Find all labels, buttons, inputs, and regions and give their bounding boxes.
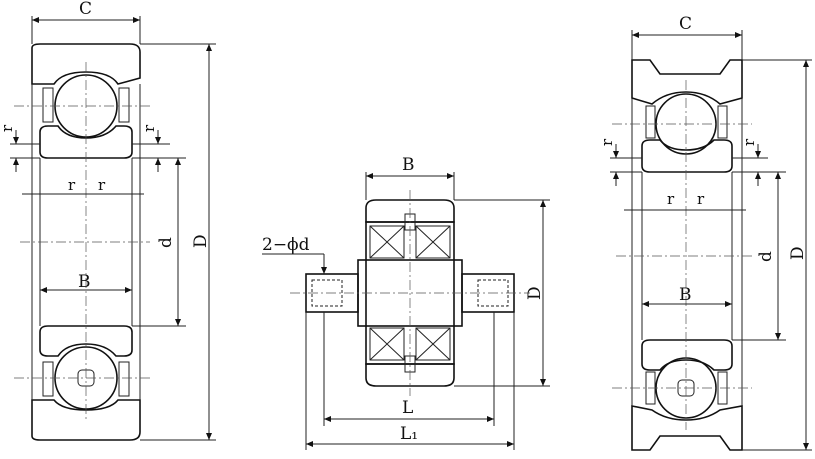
center-label-shaft: 2−ϕd xyxy=(262,235,310,255)
left-seal xyxy=(42,87,54,123)
left-inner-ring-bottom xyxy=(39,325,133,357)
right-seal xyxy=(645,105,656,139)
center-label-b: B xyxy=(402,155,415,175)
left-label-r1: r xyxy=(0,124,16,132)
right-inner-ring-bottom xyxy=(641,339,733,371)
center-tyre-bottom xyxy=(365,363,455,387)
left-label-c: C xyxy=(79,0,92,19)
right-label-r2: r xyxy=(740,138,758,146)
left-label-d-outer: D xyxy=(191,234,211,248)
left-inner-ring-top xyxy=(39,125,133,159)
left-seal xyxy=(118,87,130,123)
right-label-b: B xyxy=(679,285,692,305)
left-outer-ring-bottom xyxy=(31,399,141,441)
center-label-l1: L₁ xyxy=(400,424,418,444)
center-rollers xyxy=(369,213,451,373)
right-seal xyxy=(717,105,728,139)
center-tyre-top xyxy=(365,199,455,223)
left-seal xyxy=(118,361,130,397)
right-outer-ring-top xyxy=(631,59,743,105)
left-seal xyxy=(42,361,54,397)
right-label-r1: r xyxy=(598,138,616,146)
center-roller-view: B D 2−ϕd L L₁ xyxy=(262,155,550,450)
right-label-r3: r xyxy=(667,190,675,208)
right-label-d-inner: d xyxy=(756,251,776,262)
left-label-d-inner: d xyxy=(156,237,176,248)
right-label-d-outer: D xyxy=(788,246,808,260)
left-label-r2: r xyxy=(140,124,158,132)
right-label-c: C xyxy=(679,14,692,34)
center-label-d: D xyxy=(525,286,545,300)
right-outer-ring-bottom xyxy=(631,405,743,451)
right-inner-ring-top xyxy=(641,139,733,173)
center-label-l: L xyxy=(402,398,413,418)
left-bearing-view: C D d B r r r r xyxy=(0,0,216,441)
left-label-r4: r xyxy=(98,176,106,194)
left-outer-ring-top xyxy=(31,43,141,85)
right-bearing-view: C D d B r r r r xyxy=(598,14,812,451)
right-label-r4: r xyxy=(697,190,705,208)
left-label-b: B xyxy=(78,272,91,292)
left-label-r3: r xyxy=(68,176,76,194)
